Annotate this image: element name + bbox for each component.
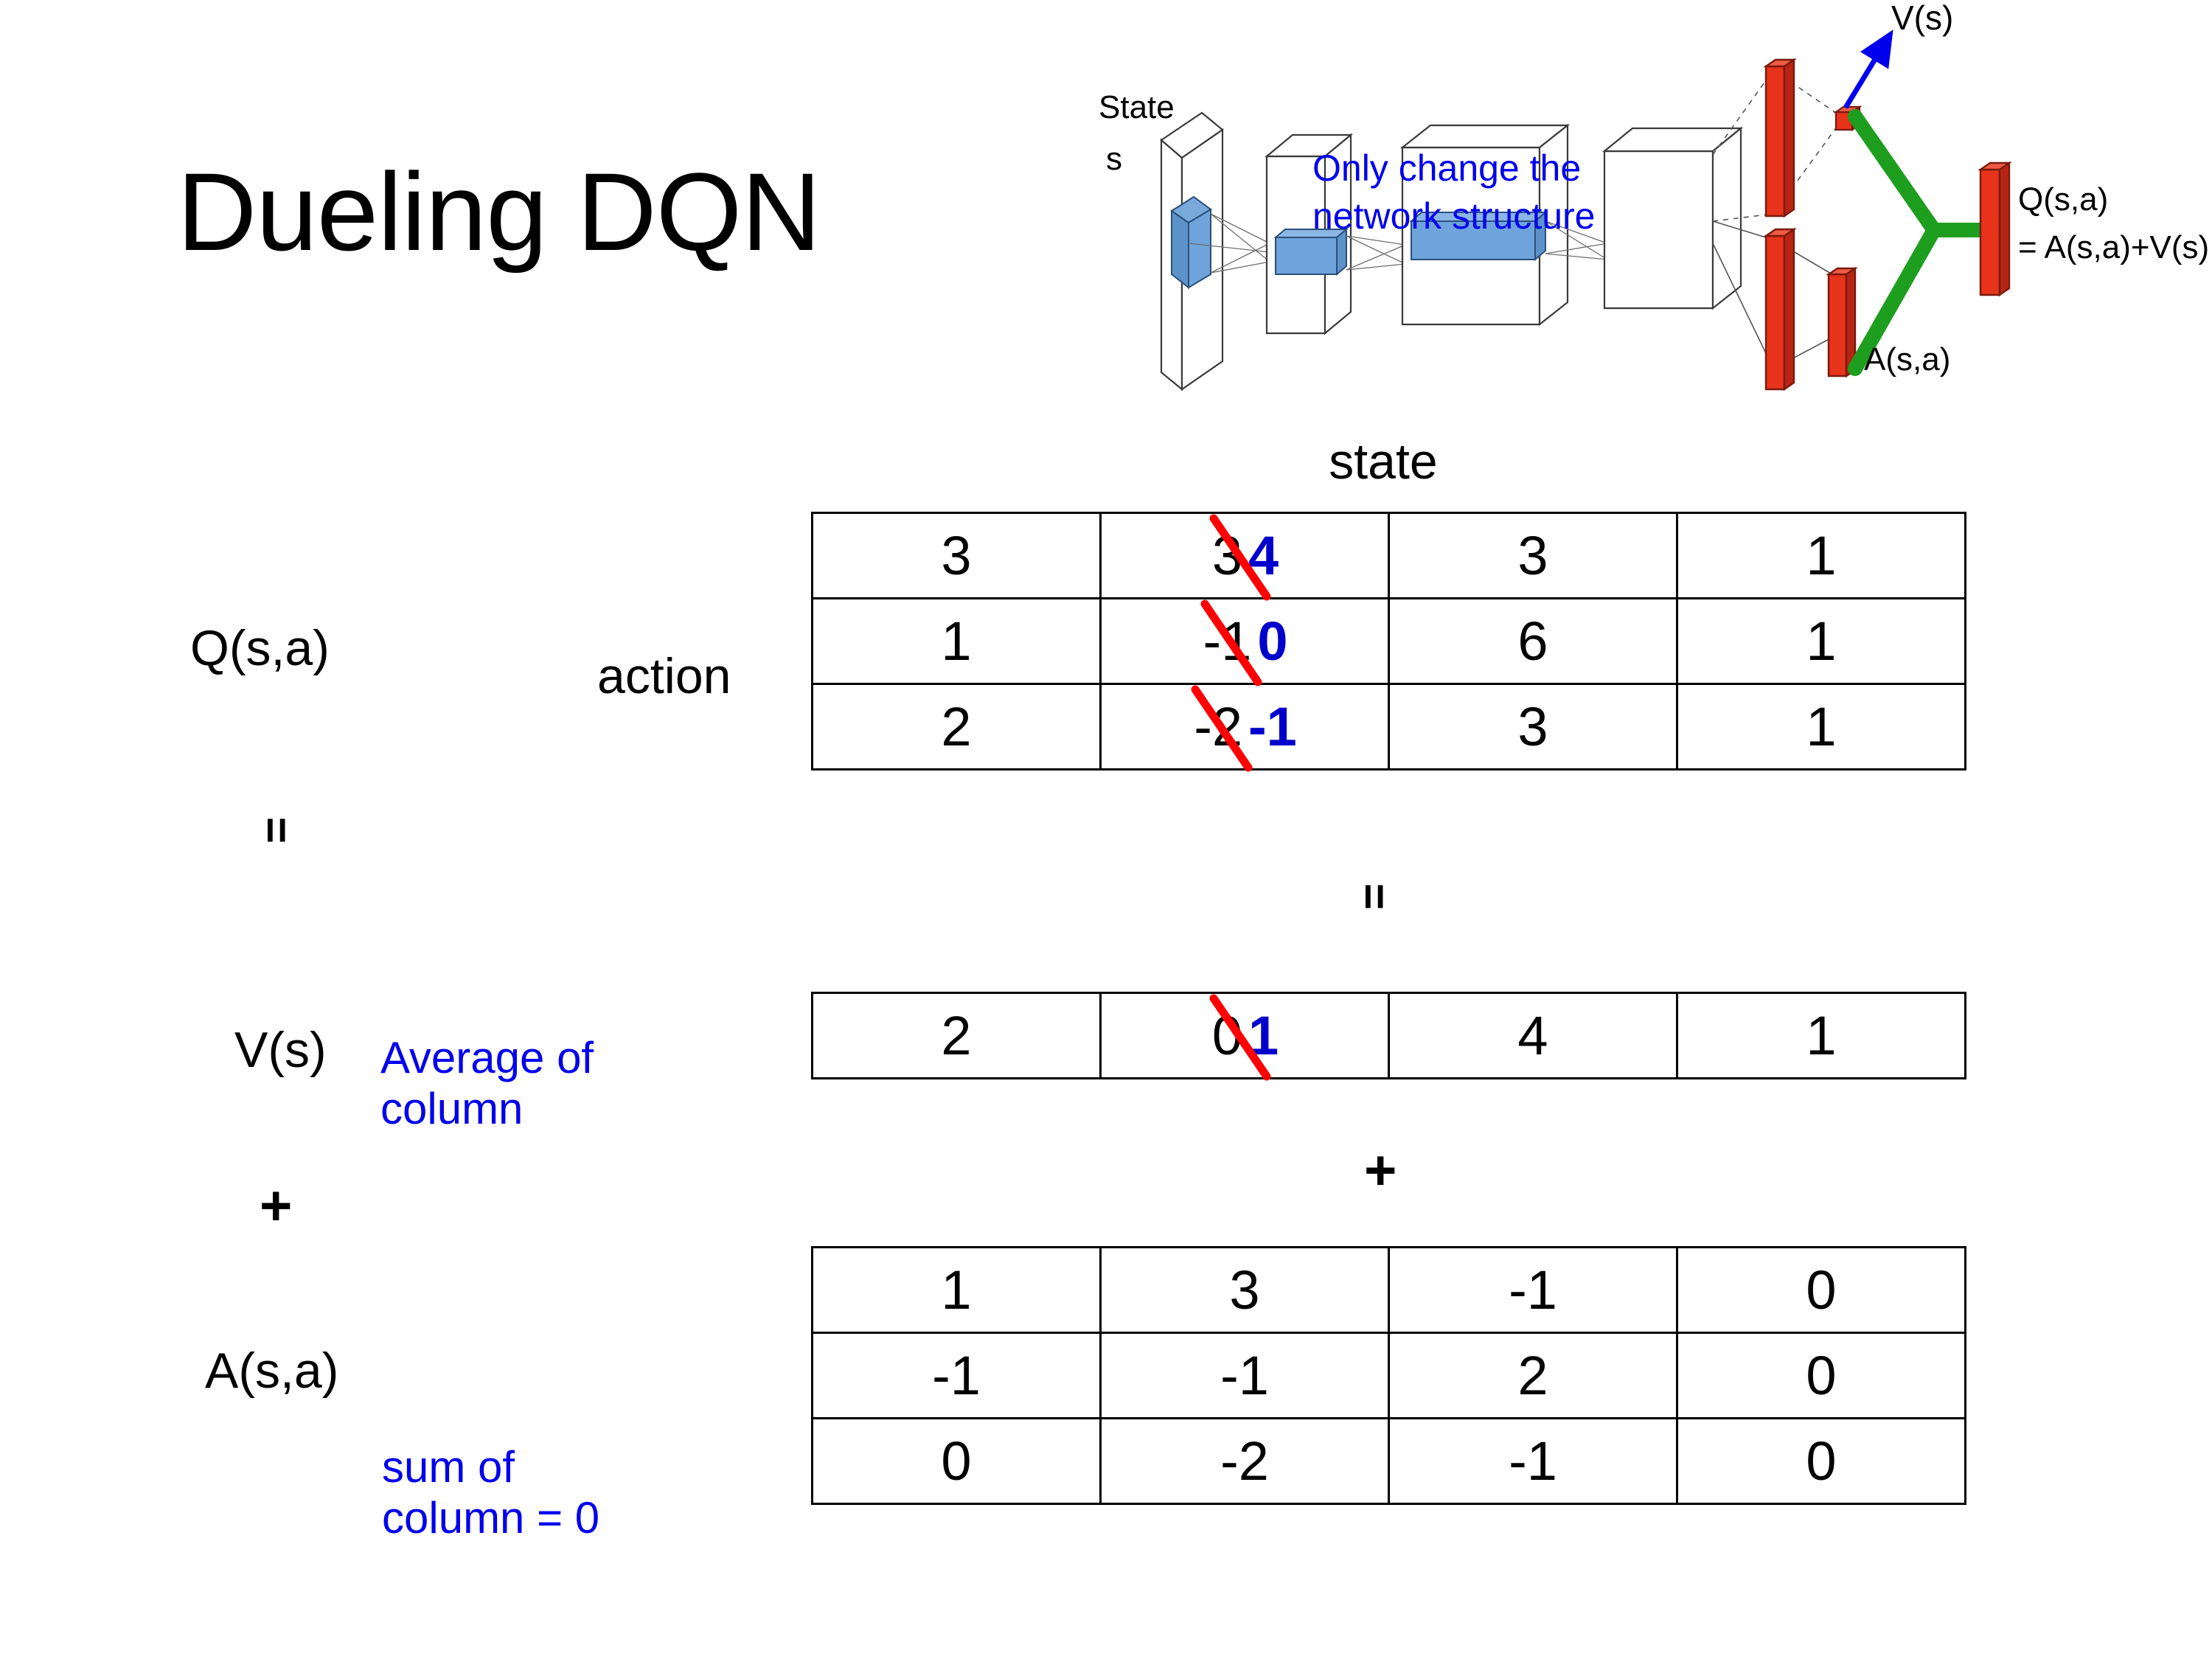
page-title: Dueling DQN [177, 150, 821, 274]
table-cell: 1 [811, 1246, 1102, 1334]
average-note-line1: Average of [380, 1033, 594, 1082]
table-cell: 0 [1676, 1417, 1966, 1505]
table-cell: -1 [1099, 1332, 1390, 1419]
crossed-out-value: 3 [1209, 514, 1271, 601]
average-note-line2: column [380, 1084, 524, 1133]
corrected-value: 0 [1257, 611, 1288, 672]
q-output-label-line1: Q(s,a) [2018, 181, 2108, 218]
dueling-network-diagram: V(s) Q(s,a) = A(s,a)+V(s) A(s,a) St [1099, 0, 2212, 420]
table-cell: -2 [1099, 1417, 1390, 1505]
state-label-line1: State [1099, 89, 1175, 125]
table-cell: -1 [1388, 1246, 1678, 1334]
corrected-value: -1 [1248, 696, 1297, 757]
value-output-label: V(s) [1891, 0, 1953, 37]
table-cell: -2-1 [1099, 683, 1390, 772]
equals-sign-middle: = [1349, 883, 1400, 911]
table-cell: 1 [1676, 512, 1966, 599]
state-label-line2: s [1106, 141, 1122, 177]
table-cell: -1 [811, 1332, 1102, 1419]
q-function-label: Q(s,a) [190, 620, 330, 676]
v-function-label: V(s) [234, 1022, 327, 1078]
crossed-out-value: -1 [1200, 599, 1262, 686]
table-cell: 1 [1676, 597, 1966, 685]
diagram-note-line1: Only change the [1312, 147, 1581, 189]
diagram-note-line2: network structure [1312, 195, 1595, 237]
table-cell: 2 [811, 992, 1102, 1079]
table-cell: 2 [1388, 1332, 1678, 1419]
table-cell: 6 [1388, 597, 1678, 685]
sum-note-line1: sum of [382, 1442, 515, 1492]
state-axis-header: state [1329, 434, 1438, 490]
table-cell: 3 [1099, 1246, 1390, 1334]
table-cell: 1 [811, 597, 1102, 685]
corrected-value: 1 [1248, 1005, 1279, 1066]
sum-note-line2: column = 0 [382, 1493, 600, 1543]
corrected-value: 4 [1248, 525, 1279, 586]
crossed-out-value: 0 [1209, 994, 1271, 1081]
advantage-output-label: A(s,a) [1864, 341, 1950, 378]
crossed-out-value: -2 [1191, 685, 1253, 772]
table-cell: 0 [1676, 1246, 1966, 1334]
q-output-label-line2: = A(s,a)+V(s) [2018, 229, 2209, 265]
table-cell: 0 [1676, 1332, 1966, 1419]
sum-of-column-note: sum of column = 0 [382, 1441, 599, 1543]
a-function-label: A(s,a) [205, 1343, 339, 1399]
table-cell: 2 [811, 683, 1102, 771]
table-cell: 3 [811, 512, 1102, 599]
table-cell: 1 [1676, 992, 1966, 1079]
table-cell: 0 [811, 1417, 1102, 1505]
table-cell: 3 [1388, 683, 1678, 771]
table-cell: 1 [1676, 683, 1966, 771]
plus-sign-middle: + [1364, 1139, 1397, 1202]
equals-sign-left: = [251, 816, 302, 844]
average-of-column-note: Average of column [380, 1032, 594, 1134]
table-cell: 3 [1388, 512, 1678, 599]
action-axis-label: action [597, 648, 731, 704]
plus-sign-left: + [260, 1175, 293, 1237]
table-cell: 4 [1388, 992, 1678, 1079]
table-cell: -1 [1388, 1417, 1678, 1505]
